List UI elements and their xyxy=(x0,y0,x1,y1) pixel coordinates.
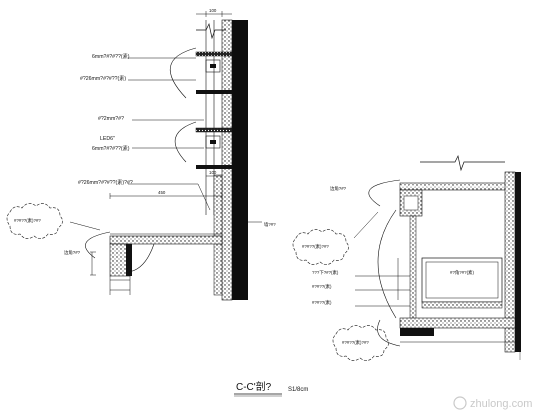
label-cloud-right: #?#??(素)?#? xyxy=(302,243,329,249)
label-bottom-right: #?#??(素) xyxy=(312,299,332,305)
svg-text:zhulong.com: zhulong.com xyxy=(470,398,532,410)
label-mid-right-b: #?#??(素) xyxy=(312,283,332,289)
drawing-title: C-C'剖? xyxy=(236,380,272,393)
right-bottom-slab xyxy=(399,317,516,329)
light-box-2 xyxy=(205,135,221,149)
label-box: #?角?#?(素) xyxy=(450,269,474,276)
label-26mm-a: #?26mm?#?#??(素) xyxy=(80,74,126,82)
left-wall-hatch xyxy=(221,19,233,301)
label-mid-right-a: ???下?#?(素) xyxy=(312,269,339,276)
label-small-left: 边角?#? xyxy=(64,249,81,256)
label-cloud-left: #?#??(素)?#? xyxy=(14,217,41,223)
dim-100-mid: 100 xyxy=(209,170,217,175)
break-symbol-right xyxy=(420,154,505,172)
drawing-scale: S1/8cm xyxy=(288,387,308,393)
label-6mm-a: 6mm?#?#??(素) xyxy=(92,52,130,60)
label-6mm-b: 6mm?#?#??(素) xyxy=(92,144,130,152)
right-box xyxy=(421,257,503,303)
dim-top: 100 xyxy=(209,8,217,13)
dim-450: 450 xyxy=(158,190,166,195)
label-26mm-b: #?26mm?#?#??(素)?#? xyxy=(78,178,133,186)
label-2mm: #?2mm?#? xyxy=(98,116,124,122)
break-symbol-left xyxy=(196,22,226,40)
light-box-1 xyxy=(205,59,221,73)
cloud-bottom-right xyxy=(332,325,389,361)
watermark: zhulong.com xyxy=(453,396,532,410)
left-wall-dark xyxy=(232,20,248,300)
left-platform xyxy=(109,235,223,245)
label-cloud-br: #?#??(素)?#? xyxy=(342,339,369,345)
label-top-right: 边角?#? xyxy=(330,185,347,192)
cloud-right xyxy=(292,229,349,265)
label-right-wall: 墙?#? xyxy=(264,221,276,228)
label-led: LED6" xyxy=(100,136,115,142)
cloud-left xyxy=(6,203,63,239)
